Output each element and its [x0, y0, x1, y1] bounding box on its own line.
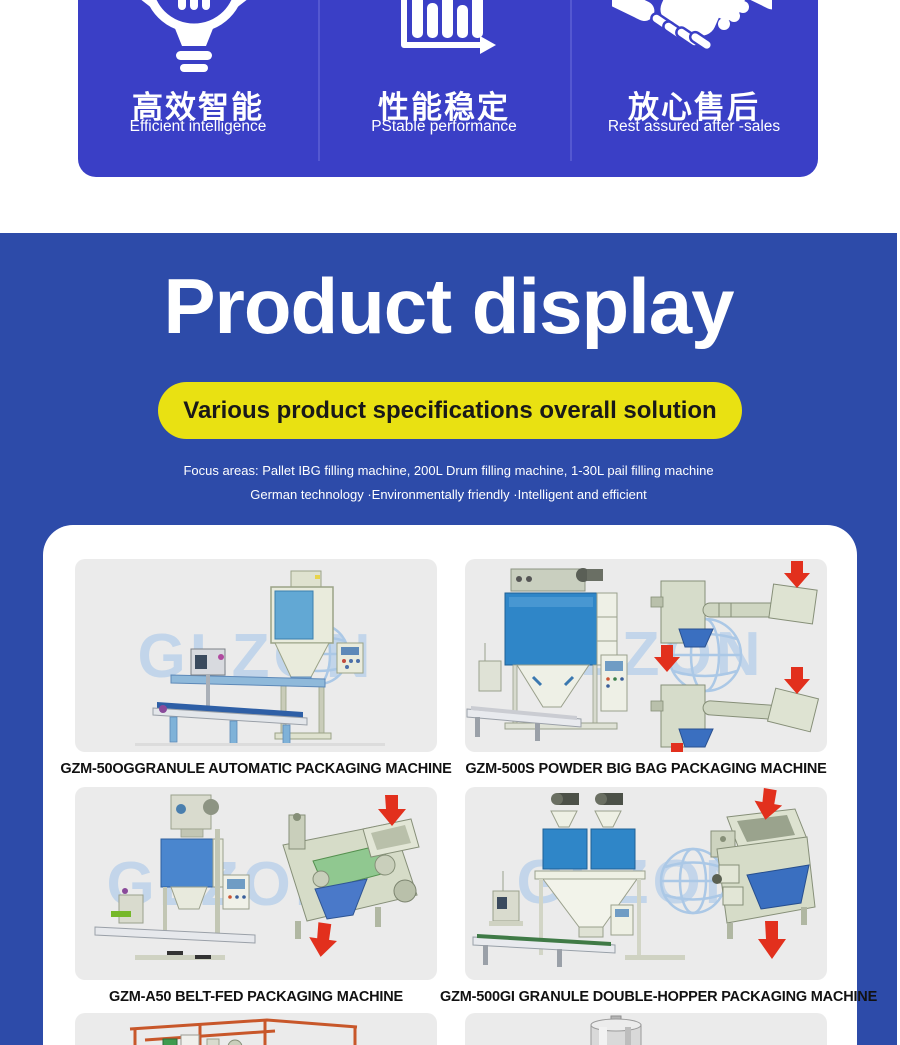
- machine-illustration: [162, 1034, 243, 1045]
- machine-illustration: [135, 570, 385, 746]
- products-panel: GLZON: [43, 525, 878, 1045]
- feature-title-en: PStable performance: [371, 118, 517, 135]
- feature-efficient-intelligence: 高效智能 Efficient intelligence: [78, 0, 318, 177]
- product-name: GZM-500GI GRANULE DOUBLE-HOPPER PACKAGIN…: [440, 989, 878, 1005]
- tagline-focus-areas: Focus areas: Pallet IBG filling machine,…: [183, 463, 714, 478]
- machine-illustration: [94, 794, 420, 960]
- feature-stable-performance: 性能稳定 PStable performance: [318, 0, 570, 177]
- product-name: GZM-50OGGRANULE AUTOMATIC PACKAGING MACH…: [60, 761, 452, 777]
- product-image-powder-big-bag: GLZON: [466, 561, 820, 752]
- feature-title-zh: 高效智能: [132, 90, 264, 125]
- product-image-belt-fed: GLZON: [94, 794, 420, 960]
- feature-title-zh: 性能稳定: [378, 90, 510, 125]
- product-card-partial-frame[interactable]: [75, 1013, 437, 1045]
- solution-badge-label: Various product specifications overall s…: [183, 397, 717, 424]
- product-card-belt-fed[interactable]: GLZON: [75, 787, 437, 980]
- solution-badge: Various product specifications overall s…: [158, 382, 742, 439]
- product-name: GZM-500S POWDER BIG BAG PACKAGING MACHIN…: [465, 761, 827, 777]
- bar-chart-icon: [401, 0, 496, 54]
- product-card-powder-big-bag[interactable]: GLZON: [465, 559, 827, 752]
- product-card-granule-automatic[interactable]: GLZON: [75, 559, 437, 752]
- handshake-icon: [612, 0, 772, 50]
- feature-after-sales: 放心售后 Rest assured after -sales: [570, 0, 818, 177]
- feature-title-en: Efficient intelligence: [129, 118, 267, 135]
- product-name: GZM-A50 BELT-FED PACKAGING MACHINE: [109, 989, 403, 1005]
- column-divider: [318, 0, 320, 161]
- column-divider: [570, 0, 572, 161]
- product-image-steel-tank: [590, 1015, 642, 1045]
- machine-illustration: [472, 788, 816, 967]
- lightbulb-icon: [135, 0, 253, 72]
- product-card-double-hopper[interactable]: GLZON: [465, 787, 827, 980]
- product-image-double-hopper: GLZON: [472, 788, 816, 967]
- product-image-steel-frame: [129, 1018, 358, 1045]
- feature-title-en: Rest assured after -sales: [607, 118, 781, 135]
- features-banner: 高效智能 Efficient intelligence 性能稳定 PStable…: [78, 0, 818, 177]
- page-title: Product display: [163, 262, 734, 350]
- product-card-partial-tank[interactable]: [465, 1013, 827, 1045]
- tagline-german-technology: German technology ·Environmentally frien…: [250, 487, 647, 502]
- machine-illustration: [590, 1015, 642, 1045]
- product-image-granule-automatic: GLZON: [135, 570, 385, 746]
- feature-title-zh: 放心售后: [628, 90, 760, 125]
- product-display-section: Product display Various product specific…: [0, 233, 897, 1045]
- machine-illustration: [466, 561, 820, 752]
